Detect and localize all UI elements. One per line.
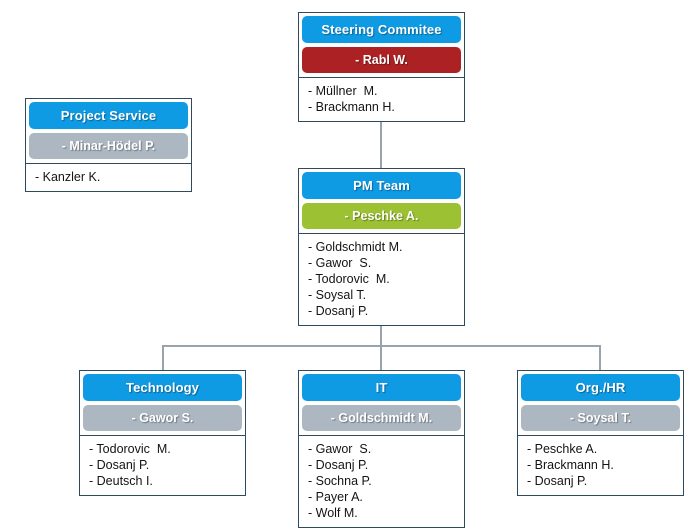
org-node-it[interactable]: IT - Goldschmidt M. - Gawor S. - Dosanj … bbox=[298, 370, 465, 528]
org-node-org-hr[interactable]: Org./HR - Soysal T. - Peschke A. - Brack… bbox=[517, 370, 684, 496]
org-node-technology[interactable]: Technology - Gawor S. - Todorovic M. - D… bbox=[79, 370, 246, 496]
list-item: - Kanzler K. bbox=[35, 170, 101, 184]
node-separator bbox=[299, 77, 464, 78]
connector-bus-to-it bbox=[380, 345, 382, 370]
node-separator bbox=[80, 435, 245, 436]
list-item: - Soysal T. bbox=[308, 288, 367, 302]
node-member-list-project-service: - Kanzler K. bbox=[26, 164, 191, 191]
list-item: - Payer A. bbox=[308, 490, 363, 504]
node-title-it: IT bbox=[302, 374, 461, 401]
list-item: - Sochna P. bbox=[308, 474, 372, 488]
node-title-technology: Technology bbox=[83, 374, 242, 401]
list-item: - Dosanj P. bbox=[308, 304, 369, 318]
node-member-list-it: - Gawor S. - Dosanj P. - Sochna P. - Pay… bbox=[299, 436, 464, 527]
node-separator bbox=[299, 435, 464, 436]
list-item: - Peschke A. bbox=[527, 442, 598, 456]
list-item: - Gawor S. bbox=[308, 442, 372, 456]
node-member-list-pm-team: - Goldschmidt M. - Gawor S. - Todorovic … bbox=[299, 234, 464, 325]
node-lead-it: - Goldschmidt M. bbox=[302, 405, 461, 431]
node-lead-pm-team: - Peschke A. bbox=[302, 203, 461, 229]
connector-steering-to-pmteam bbox=[380, 118, 382, 168]
org-node-steering-commitee[interactable]: Steering Commitee - Rabl W. - Müllner M.… bbox=[298, 12, 465, 122]
list-item: - Brackmann H. bbox=[308, 100, 395, 114]
list-item: - Gawor S. bbox=[308, 256, 372, 270]
list-item: - Dosanj P. bbox=[89, 458, 150, 472]
node-separator bbox=[299, 233, 464, 234]
node-title-pm-team: PM Team bbox=[302, 172, 461, 199]
list-item: - Todorovic M. bbox=[89, 442, 171, 456]
node-lead-technology: - Gawor S. bbox=[83, 405, 242, 431]
node-title-org-hr: Org./HR bbox=[521, 374, 680, 401]
connector-bus-to-orghr bbox=[599, 345, 601, 370]
connector-bus-to-technology bbox=[162, 345, 164, 370]
node-member-list-org-hr: - Peschke A. - Brackmann H. - Dosanj P. bbox=[518, 436, 683, 495]
list-item: - Todorovic M. bbox=[308, 272, 390, 286]
list-item: - Dosanj P. bbox=[527, 474, 588, 488]
node-lead-steering-commitee: - Rabl W. bbox=[302, 47, 461, 73]
node-separator bbox=[26, 163, 191, 164]
org-node-pm-team[interactable]: PM Team - Peschke A. - Goldschmidt M. - … bbox=[298, 168, 465, 326]
list-item: - Müllner M. bbox=[308, 84, 378, 98]
node-member-list-technology: - Todorovic M. - Dosanj P. - Deutsch I. bbox=[80, 436, 245, 495]
node-member-list-steering-commitee: - Müllner M. - Brackmann H. bbox=[299, 78, 464, 121]
node-title-project-service: Project Service bbox=[29, 102, 188, 129]
node-lead-project-service: - Minar-Hödel P. bbox=[29, 133, 188, 159]
node-separator bbox=[518, 435, 683, 436]
node-lead-org-hr: - Soysal T. bbox=[521, 405, 680, 431]
connector-pmteam-stem bbox=[380, 325, 382, 345]
list-item: - Dosanj P. bbox=[308, 458, 369, 472]
node-title-steering-commitee: Steering Commitee bbox=[302, 16, 461, 43]
list-item: - Goldschmidt M. bbox=[308, 240, 403, 254]
list-item: - Wolf M. bbox=[308, 506, 358, 520]
list-item: - Deutsch I. bbox=[89, 474, 153, 488]
list-item: - Brackmann H. bbox=[527, 458, 614, 472]
org-node-project-service[interactable]: Project Service - Minar-Hödel P. - Kanzl… bbox=[25, 98, 192, 192]
